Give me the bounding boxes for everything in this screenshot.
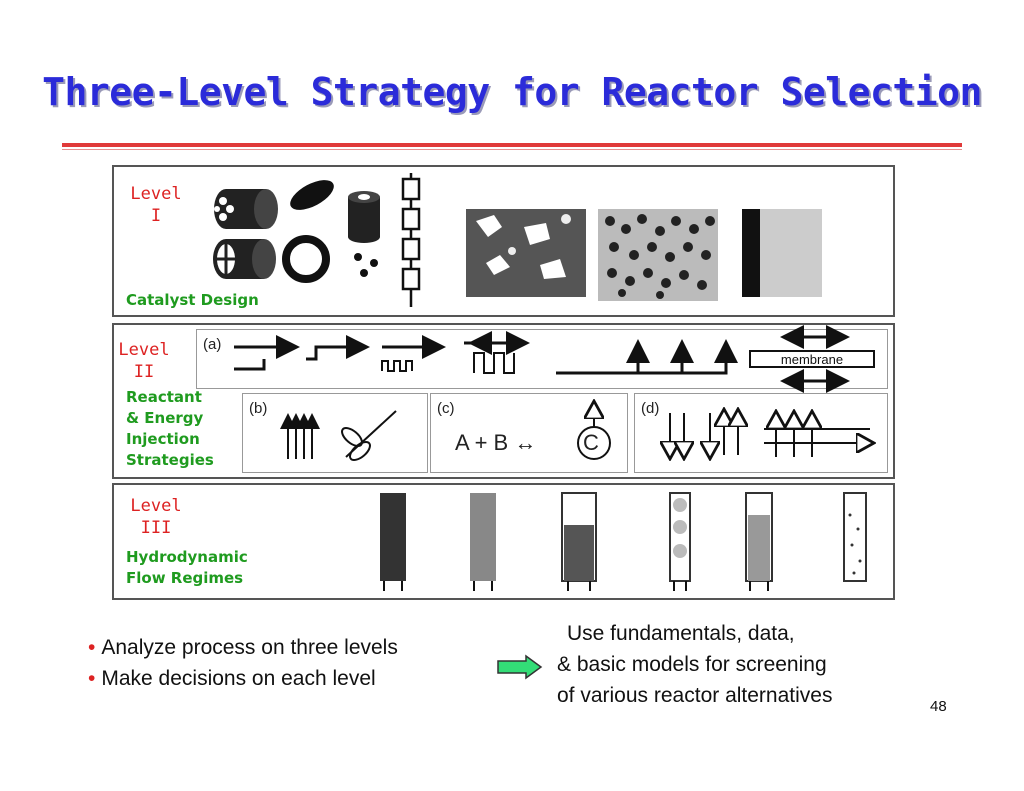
- membrane-icon: [749, 325, 875, 393]
- sub-label-b: (b): [249, 400, 268, 417]
- catalyst-wheel-icon: [213, 239, 276, 279]
- trickle-bed-icon: [470, 493, 496, 591]
- catalyst-pellet-icon: [290, 180, 334, 210]
- level-3-caption: Hydrodynamic Flow Regimes: [126, 547, 248, 589]
- title-rule: [62, 143, 962, 147]
- injection-box-c: (c) A + B ↔ C: [430, 393, 628, 473]
- bullet-dot: •: [88, 667, 96, 690]
- level-2-caption-line: & Energy: [126, 409, 204, 427]
- flow-regime-illustrations: [380, 492, 867, 591]
- parallel-feed-icon: [280, 413, 320, 459]
- bullet-item: •Analyze process on three levels: [88, 632, 398, 663]
- level-2-label: Level II: [116, 339, 172, 383]
- stirrer-icon: [341, 410, 397, 461]
- level-3-label-word: Level: [130, 496, 182, 516]
- sub-label-a: (a): [203, 336, 222, 353]
- porous-structure-image-1: [466, 209, 586, 297]
- slide-title: Three-Level Strategy for Reactor Selecti…: [42, 70, 982, 114]
- cross-flow-icon: [764, 415, 870, 457]
- porous-structure-image-3: [742, 209, 822, 297]
- bullet-text: Analyze process on three levels: [101, 636, 398, 659]
- level-3-caption-line: Flow Regimes: [126, 569, 244, 587]
- bullet-text: Make decisions on each level: [101, 667, 376, 690]
- summary-note-line: of various reactor alternatives: [557, 684, 833, 707]
- reaction-equation: A + B ↔: [455, 430, 537, 455]
- injection-illustrations: membrane: [234, 325, 889, 475]
- catalyst-chain-icon: [401, 173, 421, 307]
- pulse-feed-icon: [381, 335, 446, 372]
- summary-note-line: & basic models for screening: [557, 653, 827, 676]
- level-1-label-numeral: I: [150, 206, 162, 226]
- porous-structure-image-2: [598, 209, 718, 301]
- side-feed-icon: [556, 339, 738, 375]
- bullet-list: •Analyze process on three levels •Make d…: [88, 632, 398, 694]
- bullet-item: •Make decisions on each level: [88, 663, 398, 694]
- injection-box-a: (a): [196, 329, 888, 389]
- summary-note-line: Use fundamentals, data,: [567, 622, 795, 645]
- sub-label-c: (c): [437, 400, 455, 417]
- counter-current-icon: [670, 413, 738, 455]
- dilute-flow-icon: [843, 492, 867, 582]
- level-3-panel: Level III Hydrodynamic Flow Regimes: [112, 483, 895, 600]
- level-3-label: Level III: [126, 495, 186, 539]
- level-2-caption-line: Strategies: [126, 451, 214, 469]
- level-2-label-word: Level: [118, 340, 170, 360]
- title-rule-thin: [62, 149, 962, 150]
- level-3-label-numeral: III: [140, 518, 172, 538]
- level-1-panel: Level I Catalyst Design: [112, 165, 895, 317]
- packed-bed-icon: [380, 493, 406, 591]
- catalyst-hollow-cylinder-icon: [348, 191, 380, 277]
- level-1-caption: Catalyst Design: [126, 291, 259, 309]
- level-2-caption-line: Reactant: [126, 388, 202, 406]
- injection-box-d: (d): [634, 393, 888, 473]
- membrane-label: membrane: [781, 352, 843, 367]
- product-removal-icon: [577, 405, 611, 460]
- level-2-caption: Reactant & Energy Injection Strategies: [126, 387, 214, 471]
- turbulent-flow-icon: [745, 492, 773, 591]
- level-2-label-numeral: II: [133, 362, 155, 382]
- catalyst-cylinder-icon: [214, 189, 278, 229]
- sub-label-d: (d): [641, 400, 660, 417]
- summary-note: Use fundamentals, data, & basic models f…: [557, 618, 832, 711]
- injection-box-b: (b): [242, 393, 428, 473]
- reaction-product: C: [583, 430, 599, 455]
- level-2-caption-line: Injection: [126, 430, 200, 448]
- ramp-feed-icon: [306, 335, 370, 361]
- bullet-dot: •: [88, 636, 96, 659]
- page-number: 48: [930, 698, 947, 715]
- catalyst-ring-icon: [282, 235, 330, 283]
- right-arrow-icon: [497, 654, 543, 680]
- catalyst-illustrations: [213, 173, 822, 307]
- level-2-panel: Level II Reactant & Energy Injection Str…: [112, 323, 895, 479]
- slug-flow-icon: [669, 492, 691, 591]
- level-1-label-word: Level: [130, 184, 182, 204]
- oscillating-feed-icon: [464, 331, 530, 374]
- step-feed-icon: [234, 335, 300, 371]
- bubbling-bed-icon: [561, 492, 597, 591]
- level-1-label: Level I: [128, 183, 184, 227]
- level-3-caption-line: Hydrodynamic: [126, 548, 248, 566]
